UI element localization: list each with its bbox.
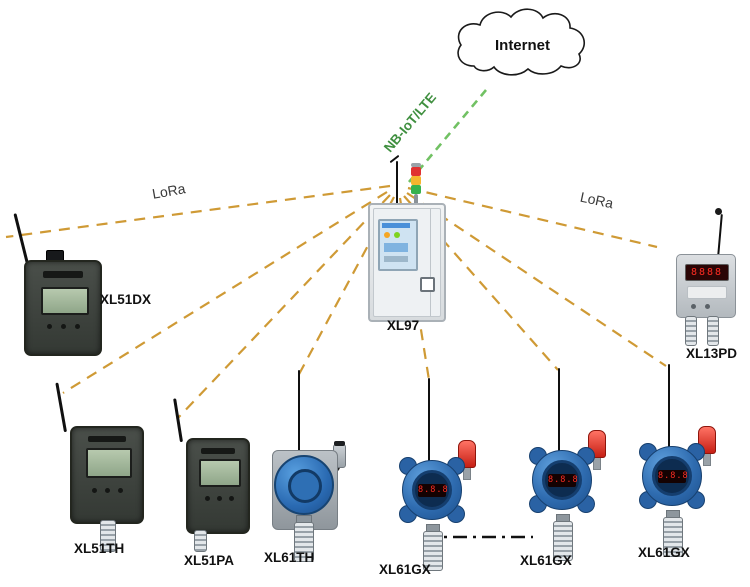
xl61gx-display: 8.8.8 [658, 470, 689, 483]
xl51dx-button [61, 324, 66, 329]
lora-left-link-label: LoRa [150, 180, 187, 202]
xl51th-enclosure [70, 426, 144, 524]
xl51pa-antenna-icon [173, 398, 183, 443]
xl61gx-3-label: XL61GX [638, 545, 690, 560]
xl51dx-button [47, 324, 52, 329]
xl13pd-label: XL13PD [686, 346, 738, 361]
gateway-screen [378, 219, 418, 271]
xl61gx-sensor-probe [423, 531, 443, 571]
gateway-antenna-icon [396, 161, 398, 205]
xl61th-sensor-probe [294, 522, 314, 562]
xl51dx-lcd-screen [41, 287, 89, 315]
gateway-keypad-button [420, 277, 435, 292]
xl51th-button [92, 488, 97, 493]
tower-stalk [414, 194, 418, 205]
xl13pd-enclosure: 8888 [676, 254, 736, 318]
xl61gx-antenna-icon [428, 378, 430, 462]
tower-cap [411, 163, 421, 167]
xl51dx-button [75, 324, 80, 329]
xl51dx-enclosure [24, 260, 102, 356]
xl61gx-display: 8.8.8 [418, 484, 449, 497]
device-xl51pa [172, 398, 254, 558]
xl61gx-sensor-probe [553, 521, 573, 561]
screen-header-bar [382, 223, 410, 228]
xl61th-body-cap [288, 469, 322, 503]
xl13pd-button [705, 304, 710, 309]
xl51th-vent-slot [88, 436, 126, 442]
xl61gx-antenna-icon [668, 364, 670, 448]
xl51th-button [105, 488, 110, 493]
device-xl61gx-1: 8.8.8 [382, 378, 492, 571]
xl51pa-enclosure [186, 438, 250, 534]
xl13pd-display: 8888 [685, 264, 729, 281]
xl61gx-body: 8.8.8 [529, 447, 595, 513]
screen-footer-block [384, 256, 408, 262]
internet-cloud: Internet [450, 4, 595, 92]
screen-orange-dot [384, 232, 390, 238]
xl61gx-2-label: XL61GX [520, 553, 572, 568]
xl51dx-vent-slot [43, 271, 83, 278]
xl61gx-sensor-probe [663, 517, 683, 557]
xl61gx-body: 8.8.8 [639, 443, 705, 509]
signal-tower-icon [410, 163, 422, 205]
xl51pa-sensor-probe [194, 530, 207, 552]
gateway-label: XL97 [386, 318, 420, 333]
internet-label: Internet [494, 37, 550, 54]
screen-green-dot [394, 232, 400, 238]
xl51pa-button [217, 496, 222, 501]
device-xl61th [258, 370, 358, 562]
xl61gx-antenna-icon [558, 368, 560, 452]
tower-yellow-light [411, 176, 421, 185]
xl13pd-button [691, 304, 696, 309]
xl51pa-button [229, 496, 234, 501]
nbiot-lte-link-label: NB-IoT/LTE [380, 89, 440, 156]
cloud-shape-icon [457, 8, 586, 76]
xl51pa-lcd-screen [199, 459, 241, 487]
device-xl51dx [13, 212, 110, 356]
xl13pd-antenna-icon [717, 214, 723, 259]
xl61gx-body: 8.8.8 [399, 457, 465, 523]
device-xl97-gateway [360, 154, 450, 325]
xl51dx-label: XL51DX [100, 292, 152, 307]
xl51th-antenna-icon [55, 382, 67, 433]
xl51dx-antenna-icon [13, 213, 29, 265]
gateway-cabinet [368, 203, 446, 322]
gateway-door-seam [430, 209, 431, 316]
xl51pa-button [205, 496, 210, 501]
lora-right-link-label: LoRa [578, 188, 615, 212]
xl61th-antenna-icon [298, 370, 300, 456]
xl13pd-antenna-tip-icon [715, 208, 722, 215]
xl61th-label: XL61TH [264, 550, 315, 565]
xl61gx-display: 8.8.8 [548, 474, 579, 487]
xl51th-lcd-screen [86, 448, 132, 478]
xl13pd-probe-left [685, 316, 697, 346]
xl13pd-name-strip [687, 286, 727, 299]
device-xl13pd: 8888 [672, 208, 744, 350]
xl51th-label: XL51TH [74, 541, 125, 556]
device-xl51th [55, 382, 150, 554]
xl13pd-probe-right [707, 316, 719, 346]
xl51pa-label: XL51PA [184, 553, 235, 568]
xl51th-sensor-probe [100, 520, 116, 552]
xl51pa-vent-slot [201, 448, 235, 454]
tower-red-light [411, 167, 421, 176]
xl61gx-1-label: XL61GX [379, 562, 431, 577]
device-xl61gx-2: 8.8.8 [512, 368, 622, 561]
tower-green-light [411, 185, 421, 194]
screen-content-block [384, 243, 408, 252]
device-xl61gx-3: 8.8.8 [622, 364, 732, 557]
xl51th-button [118, 488, 123, 493]
xl61th-remote-sensor-cap [334, 441, 345, 446]
